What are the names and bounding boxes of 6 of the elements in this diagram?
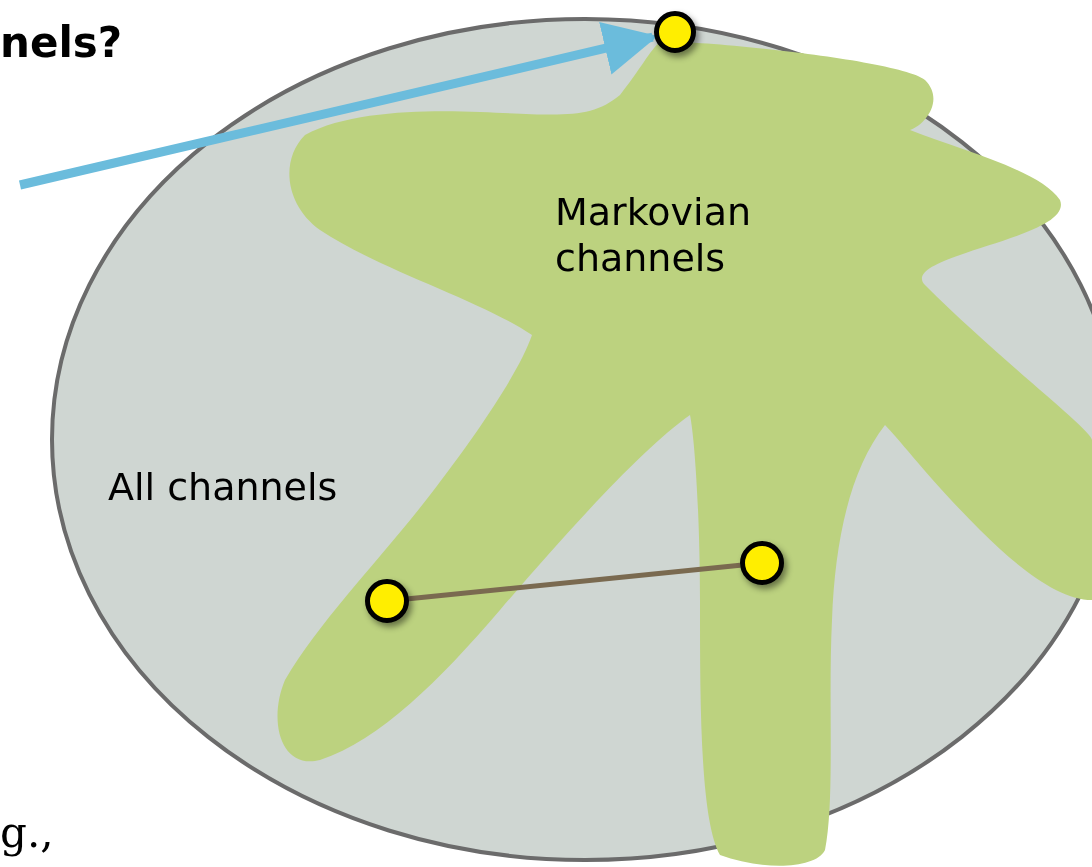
set-label: Markovian channels: [555, 190, 752, 282]
connector-line: [408, 562, 741, 602]
circle-marker: [654, 11, 696, 53]
slide-text-fragment: g.,: [0, 808, 54, 857]
set-label: All channels: [108, 465, 338, 511]
slide-text-fragment: nels?: [0, 18, 123, 67]
